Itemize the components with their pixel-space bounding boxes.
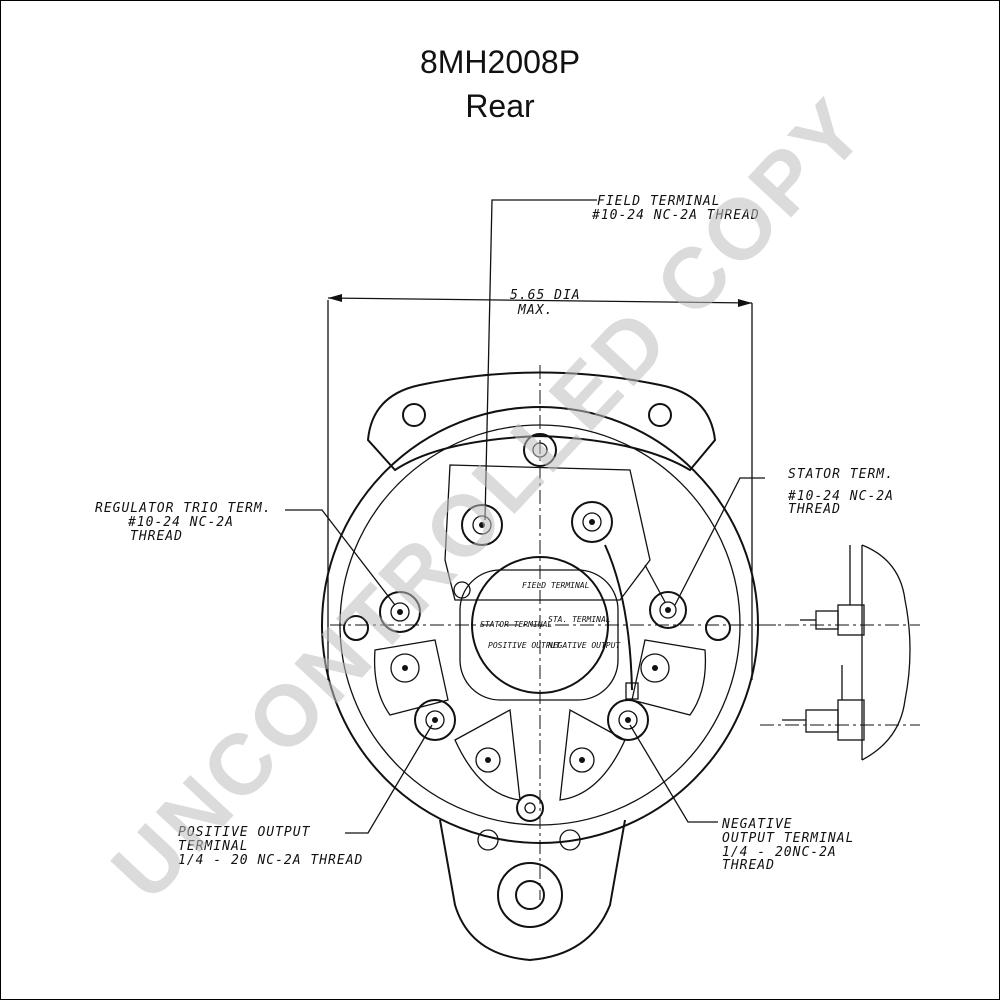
model-title: 8MH2008P: [419, 44, 581, 80]
ear-hole-right: [648, 403, 672, 427]
regulator-trio-thread-2: THREAD: [130, 529, 183, 544]
negative-output-stud: [607, 699, 649, 741]
bottom-bolt: [516, 794, 544, 822]
negative-output-label-2: OUTPUT TERMINAL: [722, 831, 854, 846]
right-vent-stud: [640, 653, 670, 683]
center-negative-output-text: NEGATIVE OUTPUT: [547, 641, 621, 650]
foot-bore-inner: [515, 880, 545, 910]
uncontrolled-copy-watermark: UNCONTROLLED COPY: [94, 79, 885, 918]
housing-inner: [339, 424, 741, 826]
diameter-dimension: [327, 294, 753, 680]
field-terminal-stud: [461, 504, 503, 546]
center-positive-output-text: POSITIVE OUTPUT: [488, 641, 561, 650]
lower-mounting-foot: [439, 819, 626, 962]
leader-lines: [285, 199, 765, 834]
stator-terminal-label: STATOR TERM.: [788, 467, 894, 482]
housing-outer: [321, 406, 759, 844]
foot-hole-right: [559, 829, 581, 851]
positive-output-stud: [414, 699, 456, 741]
dimension-diameter: 5.65 DIA: [510, 288, 581, 303]
left-housing-bolt: [343, 615, 369, 641]
top-bolt: [523, 433, 557, 467]
center-stator-terminal-text: STATOR TERMINAL: [480, 620, 552, 629]
positive-output-label: POSITIVE OUTPUT: [178, 825, 311, 840]
output-wire: [604, 544, 633, 691]
negative-output-thread-2: THREAD: [722, 858, 775, 873]
center-plate: [471, 556, 609, 694]
foot-hole-left: [477, 829, 499, 851]
regulator-plate: [444, 464, 651, 601]
regulator-trio-thread: #10-24 NC-2A: [127, 515, 234, 530]
center-boss: [459, 569, 619, 701]
negative-output-thread: 1/4 - 20NC-2A: [722, 845, 837, 860]
upper-mounting-ear: [366, 371, 717, 472]
upper-right-stud: [571, 501, 613, 543]
right-housing-bolt: [705, 615, 731, 641]
stator-terminal-stud: [649, 591, 687, 629]
field-terminal-label: FIELD TERMINAL: [597, 194, 721, 209]
center-field-terminal-text: FIELD TERMINAL: [522, 581, 590, 590]
foot-bore-outer: [497, 862, 563, 928]
ear-hole-left: [402, 403, 426, 427]
side-view-terminals: [782, 544, 911, 761]
left-vent-stud: [390, 653, 420, 683]
regulator-trio-label: REGULATOR TRIO TERM.: [95, 501, 272, 516]
negative-output-label: NEGATIVE: [721, 817, 793, 832]
positive-output-label-2: TERMINAL: [178, 839, 249, 854]
stator-terminal-thread: #10-24 NC-2A: [787, 489, 894, 504]
regulator-trio-terminal-stud: [379, 591, 421, 633]
positive-output-thread: 1/4 - 20 NC-2A THREAD: [178, 853, 363, 868]
plate-screw: [453, 581, 471, 599]
bottom-vent-studs: [475, 747, 595, 773]
center-sta-terminal-text: STA. TERMINAL: [548, 615, 611, 624]
stator-terminal-thread-2: THREAD: [788, 502, 841, 517]
field-terminal-thread: #10-24 NC-2A THREAD: [591, 208, 760, 223]
view-subtitle: Rear: [465, 88, 535, 124]
dimension-max: MAX.: [517, 303, 553, 318]
